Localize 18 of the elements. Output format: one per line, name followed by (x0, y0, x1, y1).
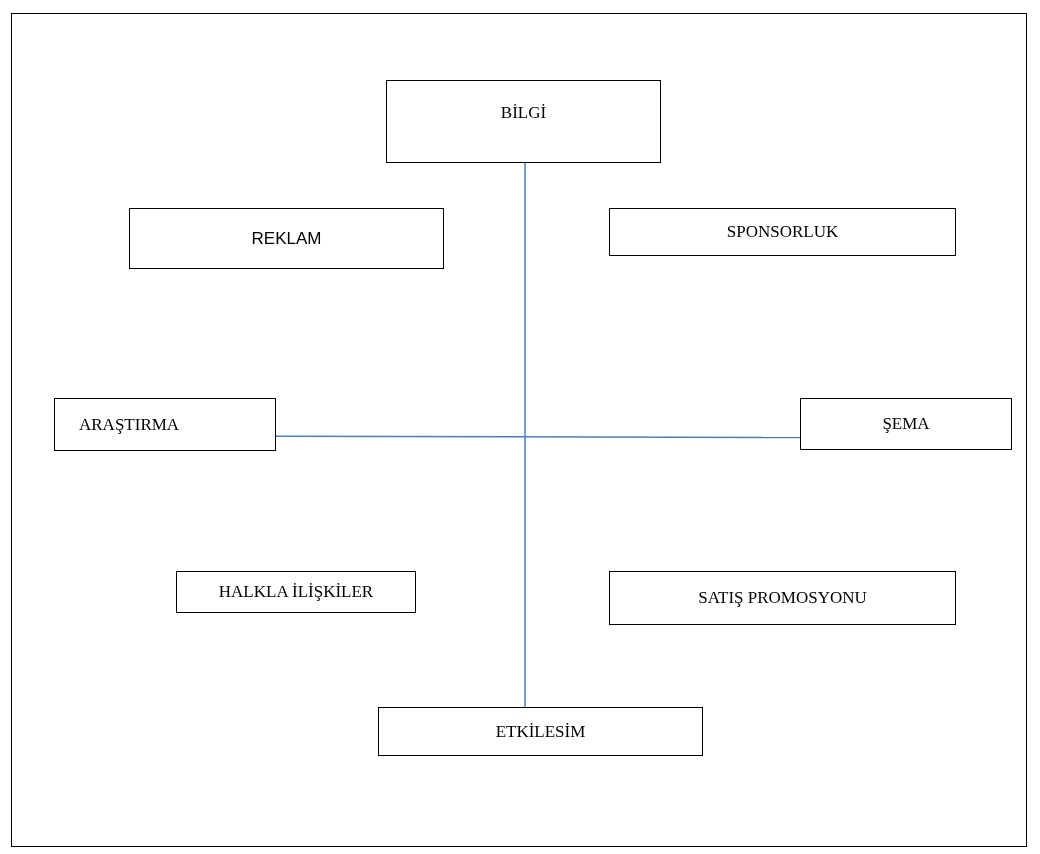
concept-box (378, 707, 703, 756)
concept-box (176, 571, 416, 613)
connector-line (524, 162, 526, 708)
box-label: ARAŞTIRMA (79, 414, 180, 435)
box-label: REKLAM (251, 228, 322, 249)
concept-box (129, 208, 444, 269)
box-label: ETKİLESİM (495, 721, 586, 742)
concept-box (54, 398, 276, 451)
box-label: HALKLA İLİŞKİLER (218, 582, 374, 602)
box-label: BİLGİ (500, 103, 547, 123)
box-label: ŞEMA (882, 414, 930, 434)
concept-box (800, 398, 1012, 450)
concept-box (609, 208, 956, 256)
box-label: SATIŞ PROMOSYONU (698, 588, 867, 608)
concept-box (386, 80, 661, 163)
box-label: SPONSORLUK (726, 222, 839, 242)
connector-line (275, 435, 801, 439)
concept-box (609, 571, 956, 625)
